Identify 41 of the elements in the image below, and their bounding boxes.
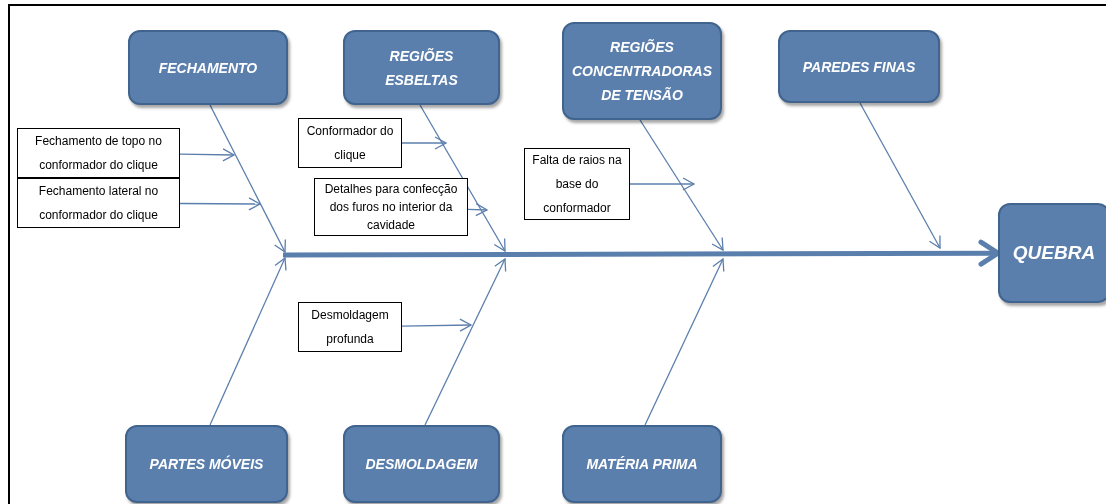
arrow [419,104,506,252]
arrow [401,318,472,332]
cause-box [524,148,630,220]
arrow [179,197,261,211]
cause-box [314,178,468,236]
category-box [125,425,288,503]
effect-box [998,203,1106,303]
arrow [209,104,286,253]
category-label: PAREDES FINAS [802,57,916,77]
category-box [343,30,500,105]
category-box [128,30,288,105]
arrow [424,258,507,426]
arrow [639,119,724,251]
category-label: PARTES MÓVEIS [149,454,264,474]
cause-text: Falta de raios na base do conformador [531,152,623,217]
cause-text: Fechamento de topo no conformador do clique [34,133,163,174]
arrow [467,203,488,217]
category-label: DESMOLDAGEM [365,455,478,474]
arrow [629,177,695,191]
cause-text: Desmoldagem profunda [310,307,390,348]
effect-label: QUEBRA [1012,240,1096,265]
cause-box [17,128,180,178]
cause-box [298,302,402,352]
category-box [778,30,940,103]
category-box [562,425,722,503]
arrow [859,102,941,249]
cause-text: Fechamento lateral no conformador do clique [37,183,160,224]
arrow [179,148,235,162]
category-box [343,425,500,503]
arrow [644,258,725,426]
category-label: MATÉRIA PRIMA [586,455,698,474]
arrow [401,136,447,150]
cause-box [17,178,180,228]
category-label: REGIÕES CONCENTRADORAS DE TENSÃO [572,38,712,105]
category-box [562,22,722,120]
cause-box [298,118,402,168]
cause-text: Conformador do clique [305,123,395,164]
category-label: REGIÕES ESBELTAS [384,46,459,90]
category-label: FECHAMENTO [158,58,258,78]
arrow [209,257,287,426]
cause-text: Detalhes para confecção dos furos no interior da cavidade [323,181,459,234]
